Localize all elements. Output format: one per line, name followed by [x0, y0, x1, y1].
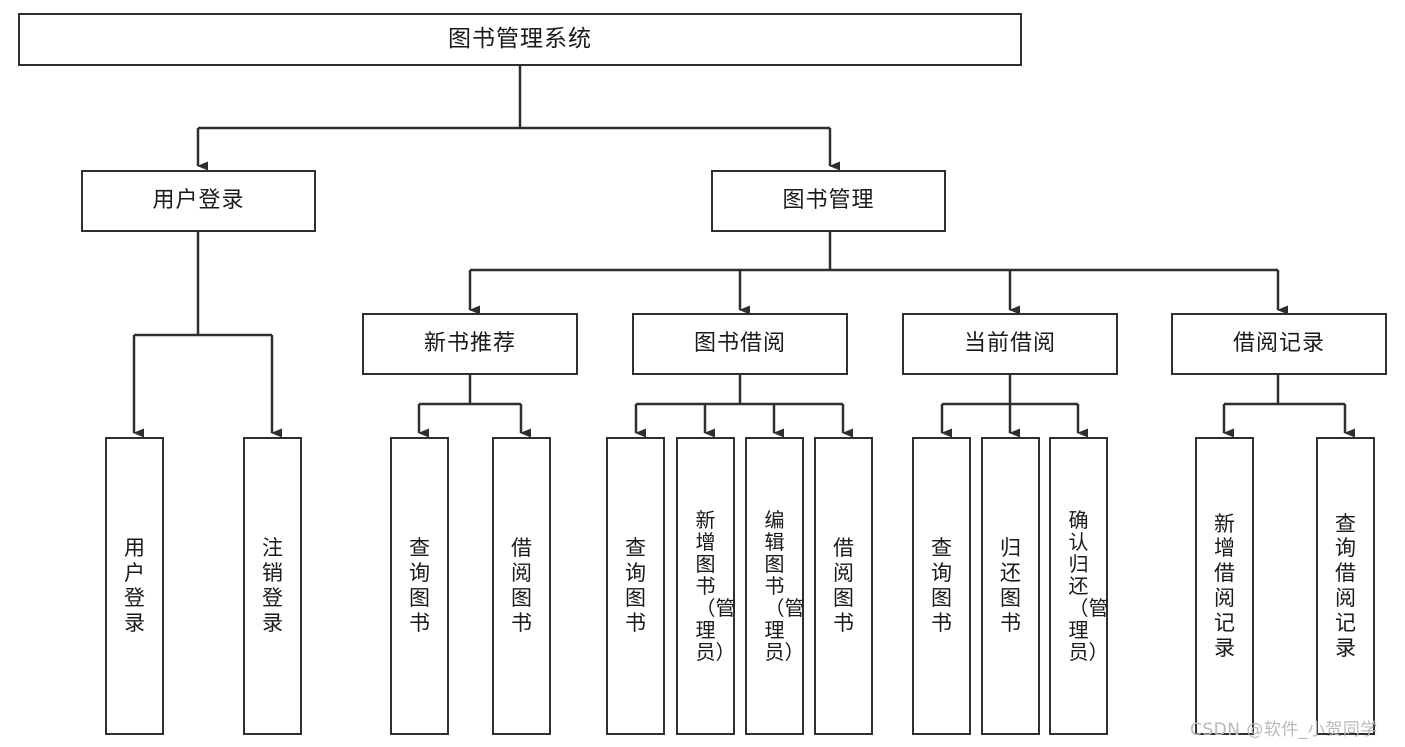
leaf-add-book-admin[interactable]: 新增图书（管理员） — [676, 437, 736, 735]
node-label: 借阅图书 — [833, 536, 854, 635]
watermark: CSDN @软件_小贺同学 — [1190, 720, 1378, 740]
node-label: 查询图书 — [931, 536, 952, 635]
leaf-query-book-borrow[interactable]: 查询图书 — [606, 437, 665, 735]
node-label: 图书管理 — [782, 187, 875, 213]
leaf-borrow-book[interactable]: 借阅图书 — [814, 437, 873, 735]
node-label: 查询借阅记录 — [1335, 511, 1356, 660]
node-label: 当前借阅 — [963, 330, 1056, 356]
node-book-management[interactable]: 图书管理 — [711, 170, 946, 232]
leaf-logout[interactable]: 注销登录 — [243, 437, 302, 735]
node-borrow-record[interactable]: 借阅记录 — [1171, 313, 1387, 375]
node-book-borrow[interactable]: 图书借阅 — [632, 313, 848, 375]
node-label: 确认归还（管理员） — [1068, 508, 1109, 664]
node-new-book-recommend[interactable]: 新书推荐 — [362, 313, 578, 375]
node-current-borrow[interactable]: 当前借阅 — [902, 313, 1118, 375]
node-label: 查询图书 — [625, 536, 646, 635]
leaf-user-login[interactable]: 用户登录 — [105, 437, 164, 735]
node-label: 图书管理系统 — [448, 25, 592, 52]
node-user-login[interactable]: 用户登录 — [81, 170, 316, 232]
node-label: 新增图书（管理员） — [695, 508, 736, 664]
node-label: 编辑图书（管理员） — [764, 508, 805, 664]
node-label: 查询图书 — [409, 536, 430, 635]
leaf-return-book[interactable]: 归还图书 — [981, 437, 1040, 735]
leaf-borrow-book-recommend[interactable]: 借阅图书 — [492, 437, 551, 735]
leaf-add-borrow-record[interactable]: 新增借阅记录 — [1195, 437, 1254, 735]
node-label: 新书推荐 — [423, 330, 516, 356]
node-label: 借阅记录 — [1232, 330, 1325, 356]
node-label: 用户登录 — [124, 536, 145, 635]
node-label: 新增借阅记录 — [1214, 511, 1235, 660]
leaf-query-book-current[interactable]: 查询图书 — [912, 437, 971, 735]
node-label: 注销登录 — [262, 536, 283, 635]
leaf-query-book-recommend[interactable]: 查询图书 — [390, 437, 449, 735]
leaf-edit-book-admin[interactable]: 编辑图书（管理员） — [745, 437, 805, 735]
leaf-confirm-return-admin[interactable]: 确认归还（管理员） — [1049, 437, 1109, 735]
node-label: 用户登录 — [152, 187, 245, 213]
leaf-query-borrow-record[interactable]: 查询借阅记录 — [1316, 437, 1375, 735]
node-root-library-system[interactable]: 图书管理系统 — [18, 13, 1022, 66]
node-label: 归还图书 — [1000, 536, 1021, 635]
node-label: 图书借阅 — [693, 330, 786, 356]
node-label: 借阅图书 — [511, 536, 532, 635]
